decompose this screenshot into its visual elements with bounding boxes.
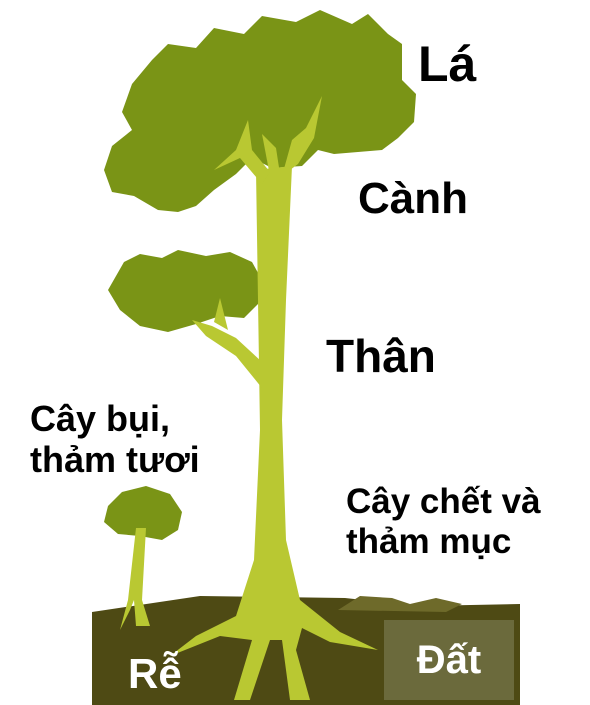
label-root: Rễ [128,650,182,698]
label-trunk: Thân [326,330,436,383]
label-branch: Cành [358,174,468,225]
soil-label-box: Đất [384,620,514,700]
label-shrub-line2: thảm tươi [30,439,200,480]
middle-canopy [108,250,262,332]
litter-debris [338,596,462,612]
label-litter-line1: Cây chết và [346,482,541,522]
label-soil: Đất [384,638,514,683]
label-litter-layer: Cây chết và thảm mục [346,482,541,563]
label-shrub-line1: Cây bụi, [30,398,200,439]
label-litter-line2: thảm mục [346,522,541,562]
label-leaf: Lá [418,36,476,94]
label-shrub-layer: Cây bụi, thảm tươi [30,398,200,481]
branch-lower [192,320,262,388]
